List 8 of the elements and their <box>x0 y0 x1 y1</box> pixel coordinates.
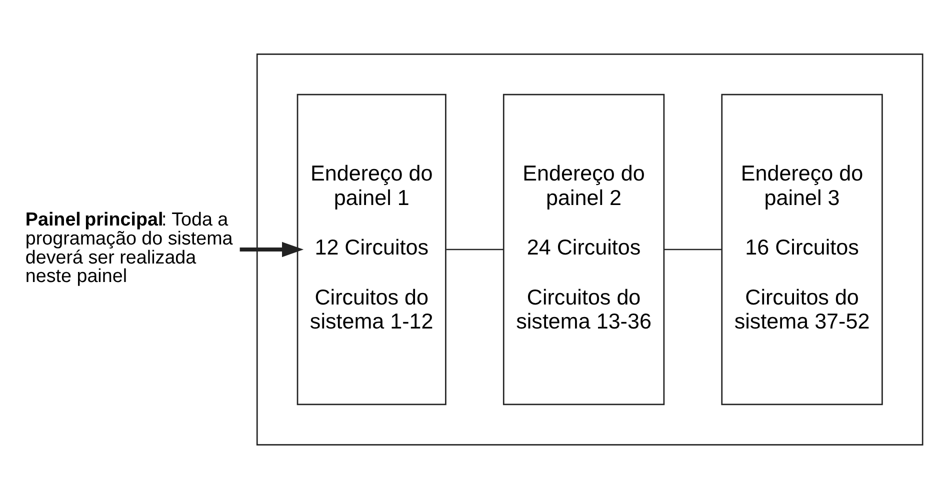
node-box: Endereço do painel 1 12 Circuitos Circuitos do sistema 1-12 <box>296 93 446 405</box>
arrow <box>239 241 304 257</box>
node-box: Endereço do painel 3 16 Circuitos Circuitos do sistema 37-52 <box>720 93 882 405</box>
connector <box>664 248 722 250</box>
connector <box>446 248 504 250</box>
node-box: Endereço do painel 2 24 Circuitos Circuitos do sistema 13-36 <box>502 93 664 405</box>
node-text: Painel principal: Toda a programação do sistema deverá ser realizada neste painel <box>24 208 232 286</box>
cluster <box>256 53 923 445</box>
